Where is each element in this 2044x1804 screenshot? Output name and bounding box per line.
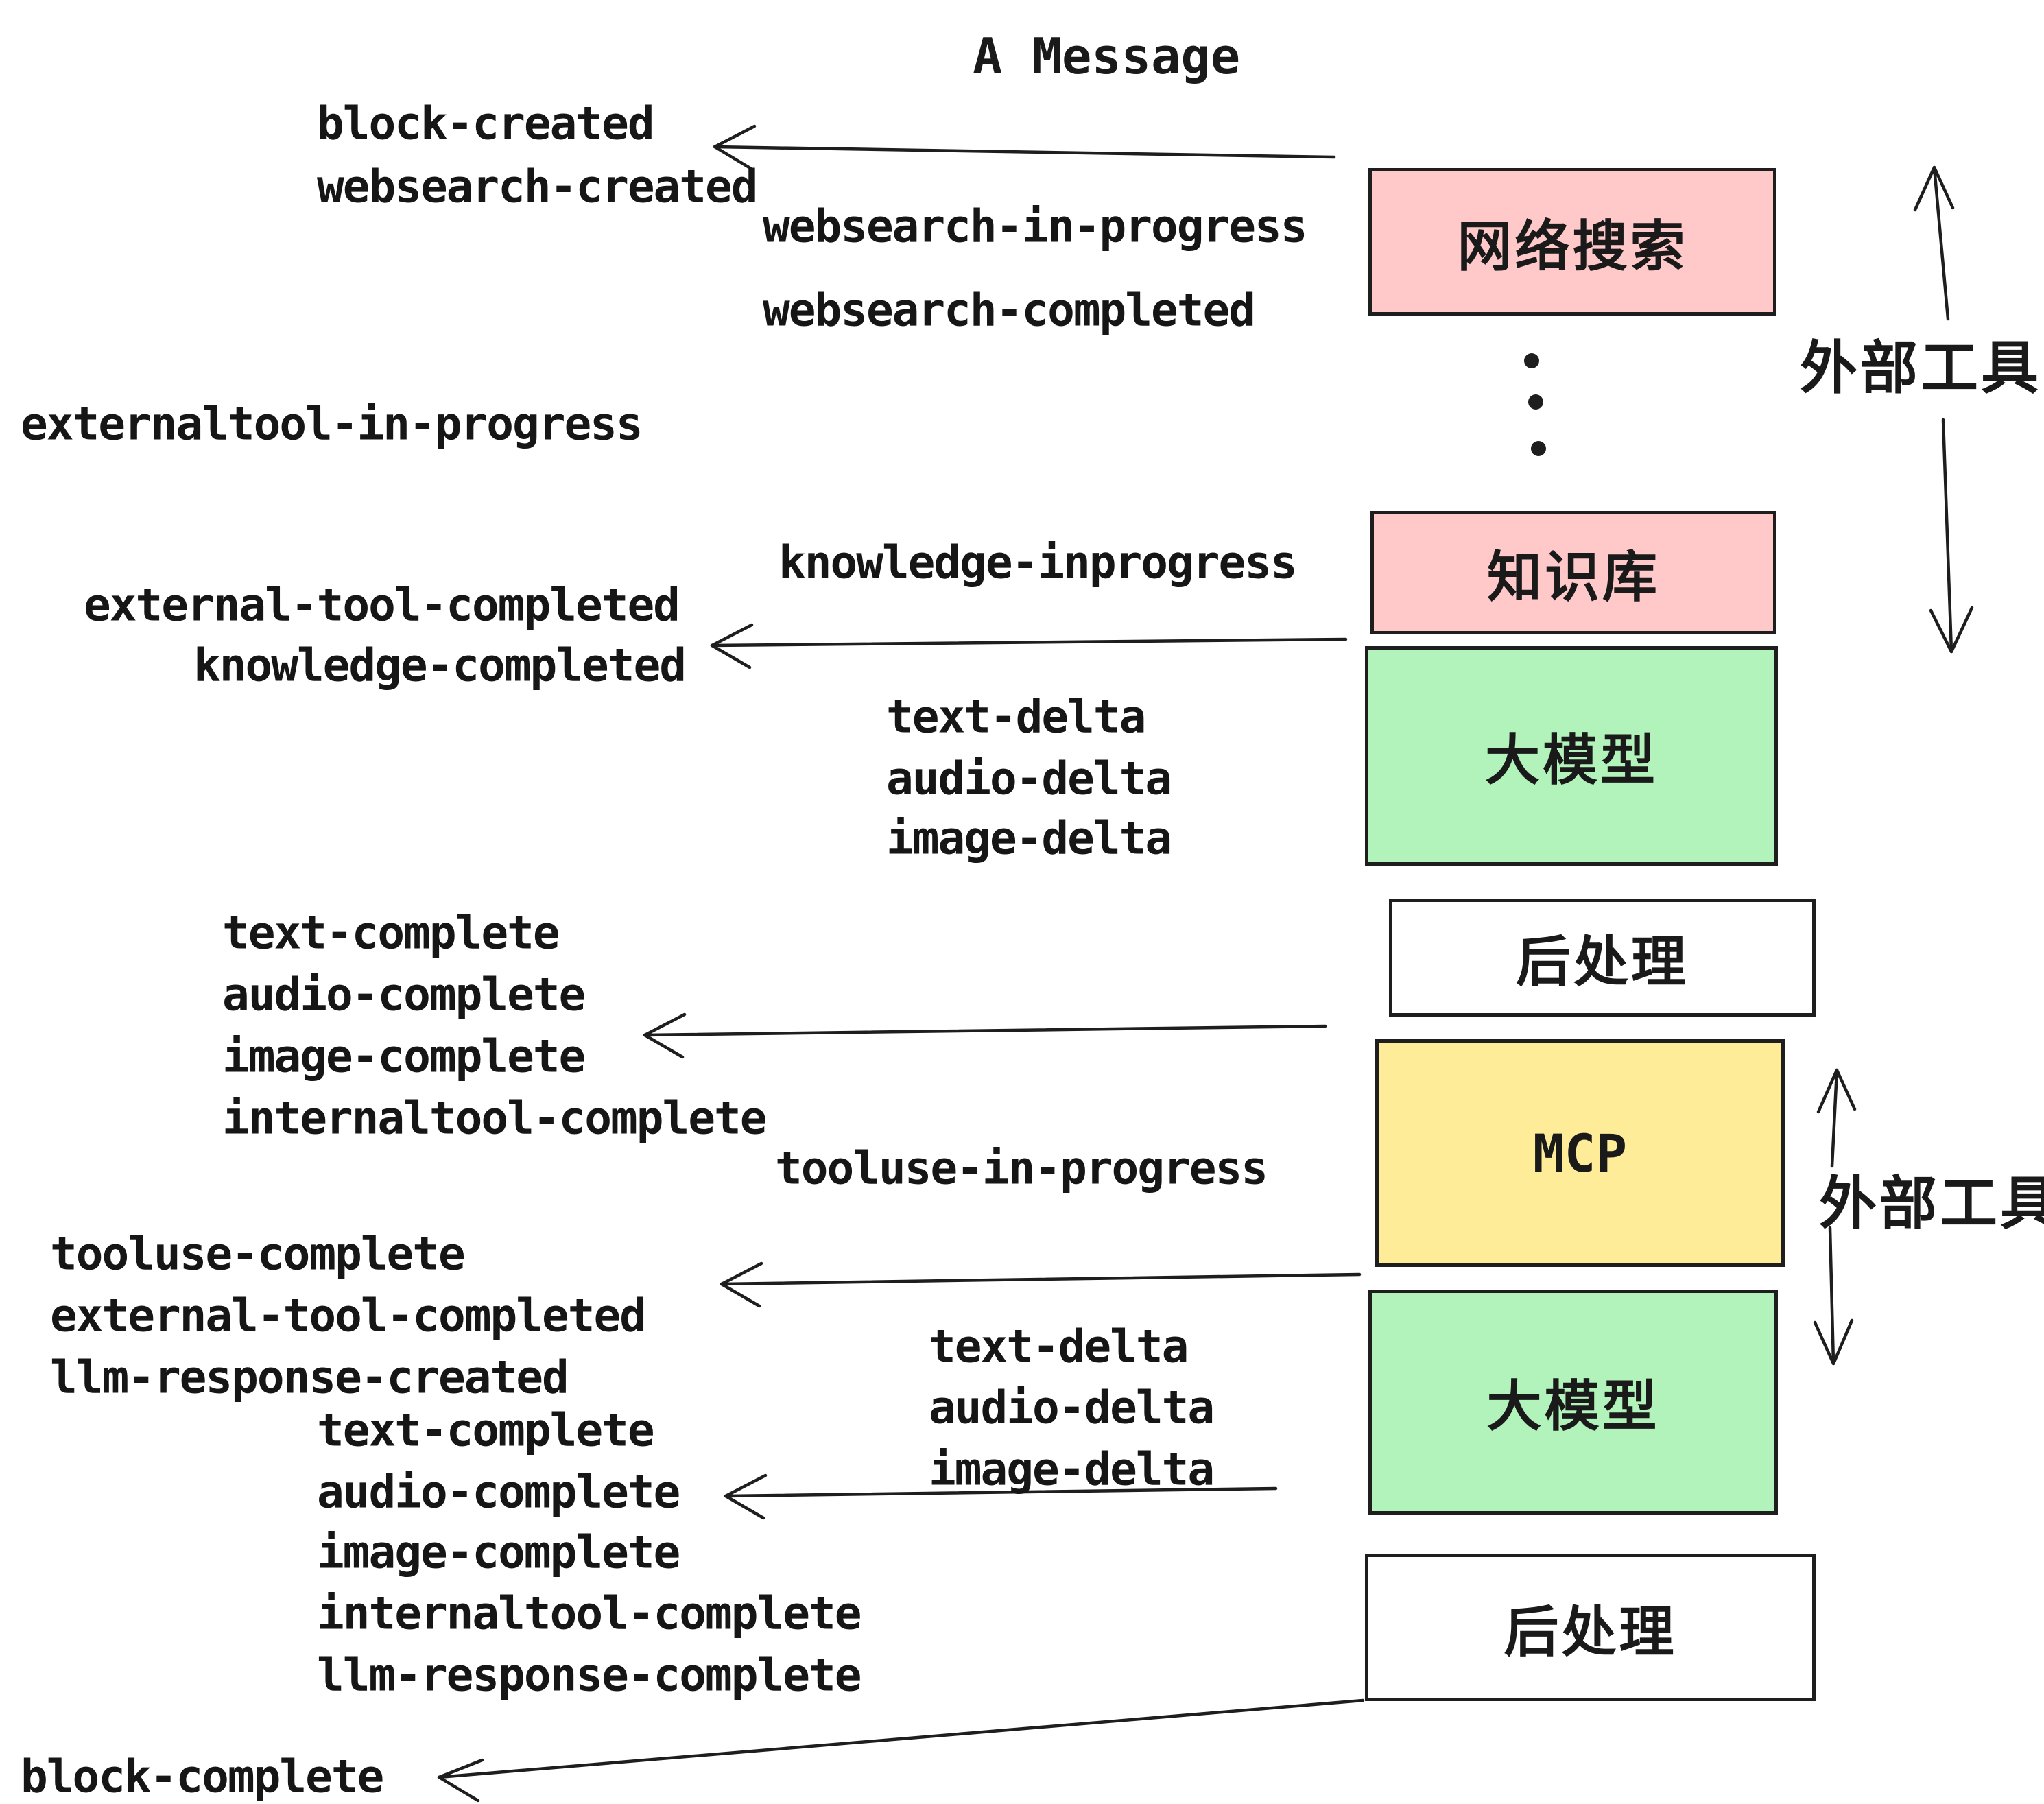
event-label-block-created: block-created: [317, 97, 655, 150]
event-label-text-delta: text-delta: [886, 690, 1146, 744]
arrow-internal-complete-icon: [643, 1012, 1327, 1059]
event-label-llm-response-created: llm-response-created: [50, 1351, 569, 1404]
event-label-block-complete: block-complete: [21, 1750, 384, 1803]
event-label-image-delta: image-delta: [886, 811, 1172, 865]
node-postprocess-1: 后处理: [1389, 899, 1816, 1017]
node-llm-2: 大模型: [1368, 1290, 1778, 1515]
node-websearch: 网络搜索: [1368, 168, 1776, 316]
arrow-knowledge-completed-icon: [710, 623, 1348, 669]
event-label-websearch-completed: websearch-completed: [763, 283, 1256, 337]
node-mcp: MCP: [1375, 1039, 1785, 1267]
event-label-text-complete: text-complete: [222, 906, 560, 960]
event-label-image-complete: image-complete: [222, 1030, 586, 1083]
event-label-external-tool-completed: external-tool-completed: [84, 578, 680, 632]
event-label-audio-delta: audio-delta: [886, 752, 1172, 805]
node-llm-2-label: 大模型: [1486, 1376, 1660, 1437]
event-label-internaltool-complete-2: internaltool-complete: [317, 1587, 861, 1640]
event-label-knowledge-completed: knowledge-completed: [193, 639, 687, 692]
event-label-image-complete-2: image-complete: [317, 1526, 680, 1579]
node-mcp-label: MCP: [1532, 1122, 1628, 1184]
event-label-internaltool-complete: internaltool-complete: [222, 1091, 767, 1145]
arrow-block-complete-icon: [437, 1698, 1365, 1803]
node-postprocess-2: 后处理: [1365, 1554, 1816, 1701]
ellipsis-dots-icon: [1524, 353, 1546, 456]
event-label-text-delta-2: text-delta: [929, 1320, 1189, 1373]
event-label-tooluse-in-progress: tooluse-in-progress: [775, 1141, 1268, 1195]
event-label-knowledge-inprogress: knowledge-inprogress: [779, 536, 1298, 589]
event-label-text-complete-2: text-complete: [317, 1403, 655, 1457]
node-postprocess-1-label: 后处理: [1516, 931, 1689, 993]
arrow-websearch-created-icon: [713, 124, 1336, 171]
node-postprocess-2-label: 后处理: [1504, 1601, 1677, 1663]
event-label-websearch-in-progress: websearch-in-progress: [763, 200, 1307, 253]
event-label-externaltool-in-progress: externaltool-in-progress: [21, 397, 643, 451]
event-label-audio-complete: audio-complete: [222, 968, 586, 1021]
node-llm-1: 大模型: [1365, 646, 1778, 866]
node-llm-1-label: 大模型: [1485, 730, 1658, 791]
event-label-external-tool-completed-2: external-tool-completed: [50, 1289, 647, 1342]
node-websearch-label: 网络搜索: [1457, 215, 1688, 277]
node-knowledge-label: 知识库: [1487, 547, 1660, 608]
event-label-tooluse-complete: tooluse-complete: [50, 1227, 466, 1281]
event-label-websearch-created: websearch-created: [317, 160, 759, 213]
diagram-title: A Message: [973, 27, 1241, 85]
event-label-image-delta-2: image-delta: [929, 1443, 1215, 1496]
event-label-llm-response-complete: llm-response-complete: [317, 1648, 861, 1702]
event-label-audio-delta-2: audio-delta: [929, 1381, 1215, 1434]
external-tools-label-top: 外部工具: [1799, 335, 2042, 401]
external-tools-label-mcp: 外部工具: [1818, 1171, 2044, 1236]
arrow-tooluse-complete-icon: [720, 1261, 1362, 1308]
external-tools-range-arrow-icon: [1913, 165, 1974, 654]
node-knowledge: 知识库: [1370, 511, 1776, 634]
event-label-audio-complete-2: audio-complete: [317, 1465, 680, 1519]
